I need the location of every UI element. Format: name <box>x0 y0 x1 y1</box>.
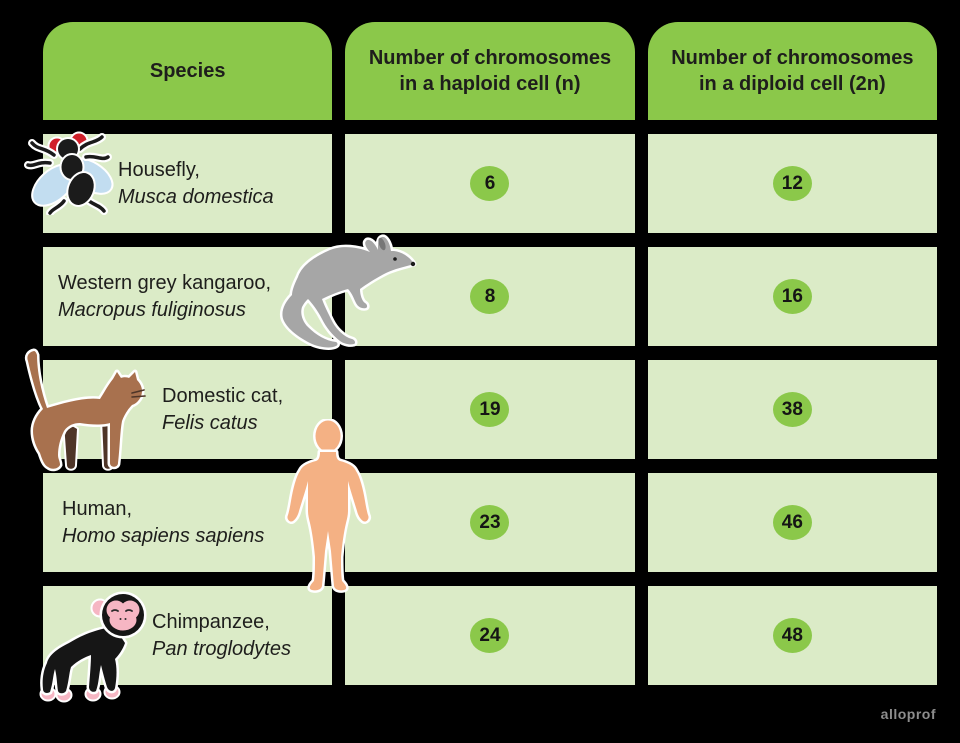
species-cell-cat: Domestic cat, Felis catus <box>43 360 333 459</box>
diploid-cell-cat: 38 <box>647 360 937 459</box>
haploid-count-badge: 6 <box>470 166 510 201</box>
haploid-cell-cat: 19 <box>345 360 635 459</box>
species-scientific-name: Musca domestica <box>118 185 274 208</box>
species-common-name: Housefly, <box>118 159 200 182</box>
diploid-cell-kangaroo: 16 <box>647 247 937 346</box>
diploid-count-badge: 12 <box>772 166 812 201</box>
haploid-cell-kangaroo: 8 <box>345 247 635 346</box>
chromosome-table: Species Number of chromosomes in a haplo… <box>43 22 937 685</box>
species-scientific-name: Macropus fuliginosus <box>58 298 246 321</box>
haploid-count-badge: 23 <box>470 505 510 540</box>
alloprof-logo: alloprof <box>880 706 936 722</box>
diploid-cell-human: 46 <box>647 473 937 572</box>
species-common-name: Human, <box>62 498 133 521</box>
haploid-cell-chimpanzee: 24 <box>345 586 635 685</box>
haploid-cell-human: 23 <box>345 473 635 572</box>
header-haploid: Number of chromosomes in a haploid cell … <box>345 22 635 120</box>
diploid-count-badge: 16 <box>772 279 812 314</box>
species-cell-human: Human, Homo sapiens sapiens <box>43 473 333 572</box>
diploid-count-badge: 48 <box>772 618 812 653</box>
diploid-count-badge: 46 <box>772 505 812 540</box>
species-cell-kangaroo: Western grey kangaroo, Macropus fuligino… <box>43 247 333 346</box>
diploid-count-badge: 38 <box>772 392 812 427</box>
species-scientific-name: Felis catus <box>162 411 258 434</box>
species-cell-chimpanzee: Chimpanzee, Pan troglodytes <box>43 586 333 685</box>
header-species: Species <box>43 22 333 120</box>
haploid-count-badge: 19 <box>470 392 510 427</box>
species-common-name: Chimpanzee, <box>152 611 270 634</box>
header-diploid: Number of chromosomes in a diploid cell … <box>647 22 937 120</box>
diploid-cell-chimpanzee: 48 <box>647 586 937 685</box>
species-scientific-name: Homo sapiens sapiens <box>62 524 265 547</box>
diploid-cell-housefly: 12 <box>647 134 937 233</box>
haploid-count-badge: 24 <box>470 618 510 653</box>
species-cell-housefly: Housefly, Musca domestica <box>43 134 333 233</box>
species-scientific-name: Pan troglodytes <box>152 637 291 660</box>
haploid-cell-housefly: 6 <box>345 134 635 233</box>
species-common-name: Western grey kangaroo, <box>58 272 272 295</box>
species-common-name: Domestic cat, <box>162 385 284 408</box>
haploid-count-badge: 8 <box>470 279 510 314</box>
